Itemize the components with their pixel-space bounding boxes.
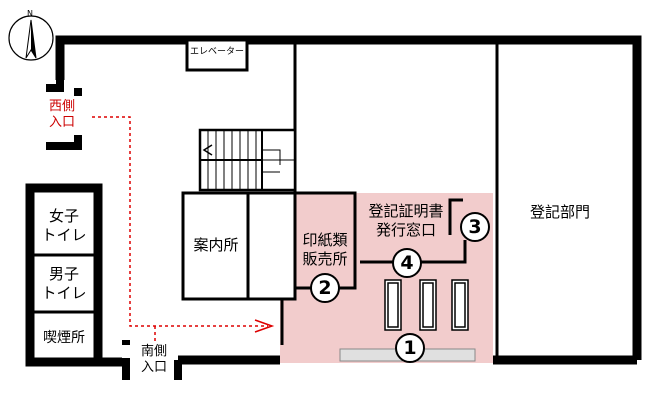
elevator-label: エレベーター bbox=[189, 47, 244, 57]
info-desk-box bbox=[181, 191, 297, 301]
lobby-tables bbox=[384, 279, 469, 331]
stairs bbox=[198, 128, 297, 192]
registration-dept-label: 登記部門 bbox=[529, 203, 590, 221]
elevator-box bbox=[185, 38, 249, 72]
marker-4: 4 bbox=[392, 248, 422, 278]
info-desk-label: 案内所 bbox=[193, 236, 239, 254]
route-arrow bbox=[254, 319, 275, 333]
route-line bbox=[92, 116, 268, 342]
west-entrance-frame bbox=[46, 80, 82, 150]
north-label: N bbox=[27, 9, 33, 18]
outer-walls bbox=[25, 35, 642, 367]
north-compass bbox=[8, 15, 54, 61]
women-toilet-label: 女子 トイレ bbox=[41, 207, 87, 244]
men-toilet-label: 男子 トイレ bbox=[41, 265, 87, 302]
west-entrance-label: 西側 入口 bbox=[48, 99, 75, 131]
marker-1: 1 bbox=[395, 333, 425, 363]
smoking-area-label: 喫煙所 bbox=[43, 330, 85, 346]
south-entrance-label: 南側 入口 bbox=[140, 344, 167, 376]
stamp-sales-label: 印紙類 販売所 bbox=[302, 231, 348, 268]
south-entrance-frame bbox=[122, 340, 182, 380]
marker-3: 3 bbox=[460, 212, 490, 242]
certificate-window-label: 登記証明書 発行窓口 bbox=[368, 202, 444, 239]
highlight-stamp-booth bbox=[295, 193, 355, 288]
marker-2: 2 bbox=[310, 273, 340, 303]
